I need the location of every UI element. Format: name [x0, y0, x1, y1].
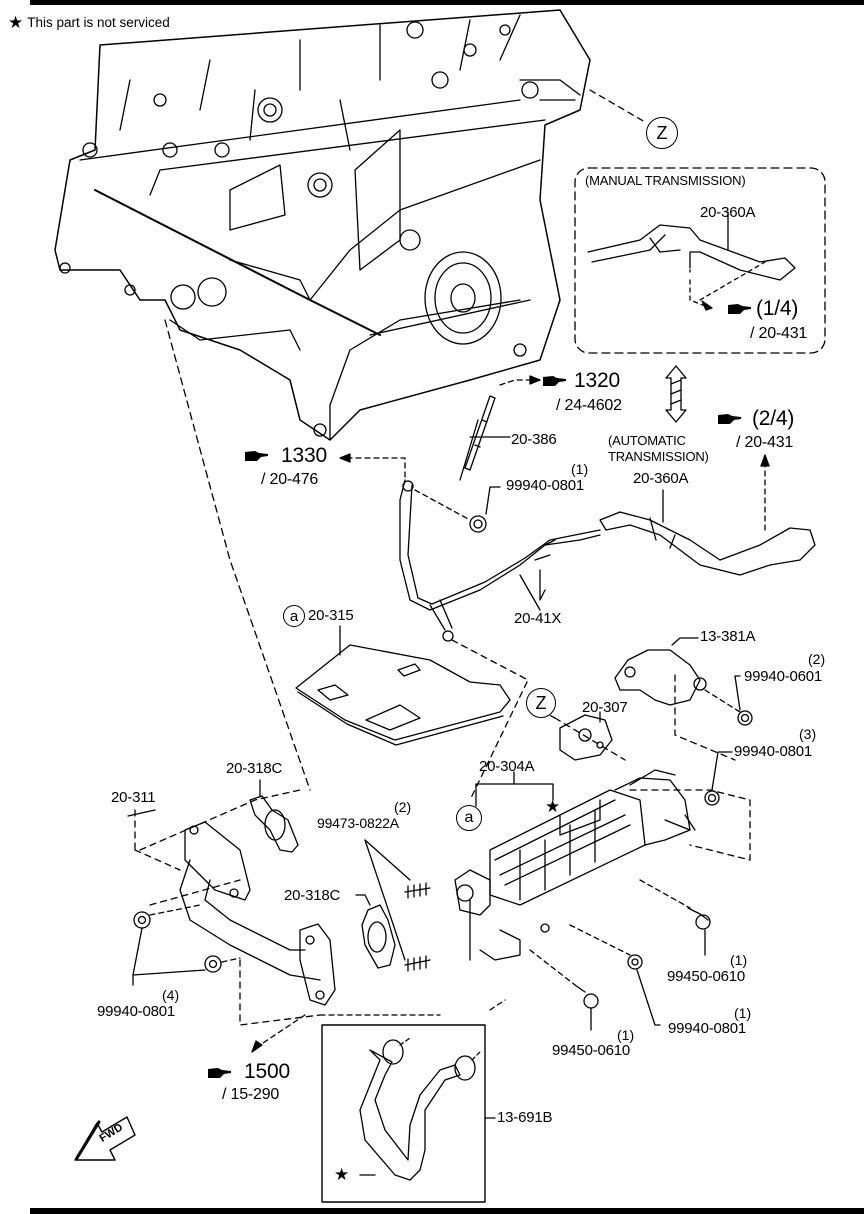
callout-a-gasket: a	[283, 605, 305, 627]
pointing-hand-icon	[208, 1068, 231, 1078]
part-20-304a[interactable]: 20-304A	[479, 758, 535, 775]
fwd-direction-arrow	[74, 1116, 136, 1161]
manual-part-20-360a[interactable]: 20-360A	[700, 204, 756, 221]
ref-1320-part-link[interactable]: / 24-4602	[556, 397, 622, 414]
star-icon: ★	[8, 13, 24, 32]
pointing-hand-icon	[245, 451, 268, 461]
legend-text: This part is not serviced	[27, 15, 170, 30]
qty-99473-0822a: (2)	[394, 799, 412, 815]
qty-99940-0801-a: (1)	[571, 461, 589, 477]
qty-99940-0601: (2)	[808, 651, 826, 667]
qty-99940-0801-b: (3)	[799, 726, 817, 742]
water-hose-illustration	[359, 1037, 481, 1181]
egr-cooler-illustration	[454, 769, 691, 961]
pointing-hand-icon	[543, 376, 566, 386]
bottom-border	[30, 1208, 864, 1214]
manual-ref-part-link[interactable]: / 20-431	[750, 325, 808, 342]
manual-transmission-box	[574, 167, 826, 354]
egr-pipe-illustration	[179, 821, 336, 1006]
automatic-transmission-title-1: (AUTOMATIC	[608, 433, 686, 448]
qty-99940-0801-d: (4)	[162, 987, 180, 1003]
part-99940-0601[interactable]: 99940-0601	[744, 668, 823, 685]
qty-99940-0801-c: (1)	[734, 1005, 752, 1021]
part-99473-0822a[interactable]: 99473-0822A	[317, 815, 399, 831]
top-border	[30, 0, 864, 5]
auto-part-20-360a[interactable]: 20-360A	[633, 470, 689, 487]
manual-automatic-swap-arrow	[665, 365, 687, 423]
part-99940-0801-a[interactable]: 99940-0801	[506, 477, 585, 494]
auto-ref-part-link[interactable]: / 20-431	[736, 434, 794, 451]
callout-z-mid: Z	[526, 688, 556, 718]
pointing-hand-icon	[728, 304, 751, 314]
manual-transmission-title: (MANUAL TRANSMISSION)	[585, 173, 746, 188]
star-icon: ★	[545, 797, 561, 816]
callout-a-cooler: a	[456, 805, 482, 831]
automatic-transmission-title-2: TRANSMISSION)	[608, 449, 709, 464]
part-99450-0610-a[interactable]: 99450-0610	[667, 968, 746, 985]
part-20-41x[interactable]: 20-41X	[514, 610, 562, 627]
part-20-318c-b[interactable]: 20-318C	[284, 887, 341, 904]
part-99940-0801-b[interactable]: 99940-0801	[734, 743, 813, 760]
part-99940-0801-d[interactable]: 99940-0801	[97, 1003, 176, 1020]
part-99940-0801-c[interactable]: 99940-0801	[668, 1020, 747, 1037]
ref-1320-fig-link[interactable]: 1320	[574, 369, 620, 392]
manual-ref-fig-link[interactable]: (1/4)	[756, 297, 799, 320]
ref-1500-fig-link[interactable]: 1500	[244, 1060, 290, 1083]
pointing-hand-icon	[718, 414, 741, 424]
engine-to-pipe-leader	[164, 319, 311, 791]
part-99450-0610-b[interactable]: 99450-0610	[552, 1042, 631, 1059]
ref-1330-fig-link[interactable]: 1330	[281, 444, 327, 467]
engine-block-illustration	[54, 9, 591, 441]
legend: ★ This part is not serviced	[8, 14, 170, 31]
part-20-386[interactable]: 20-386	[511, 431, 557, 448]
part-13-381a[interactable]: 13-381A	[700, 628, 756, 645]
ref-1330-part-link[interactable]: / 20-476	[261, 471, 319, 488]
part-13-691b[interactable]: 13-691B	[497, 1109, 553, 1126]
star-icon: ★	[334, 1165, 350, 1184]
part-20-318c-a[interactable]: 20-318C	[226, 760, 283, 777]
heat-shield-plate	[295, 644, 511, 741]
qty-99450-0610-a: (1)	[730, 952, 748, 968]
qty-99450-0610-b: (1)	[617, 1027, 635, 1043]
callout-z-top: Z	[646, 117, 678, 149]
auto-ref-fig-link[interactable]: (2/4)	[752, 407, 795, 430]
hose-detail-box	[321, 1024, 486, 1203]
part-20-307[interactable]: 20-307	[582, 699, 628, 716]
part-20-311[interactable]: 20-311	[111, 789, 156, 806]
part-20-315[interactable]: 20-315	[308, 607, 354, 624]
ref-1500-part-link[interactable]: / 15-290	[222, 1086, 280, 1103]
